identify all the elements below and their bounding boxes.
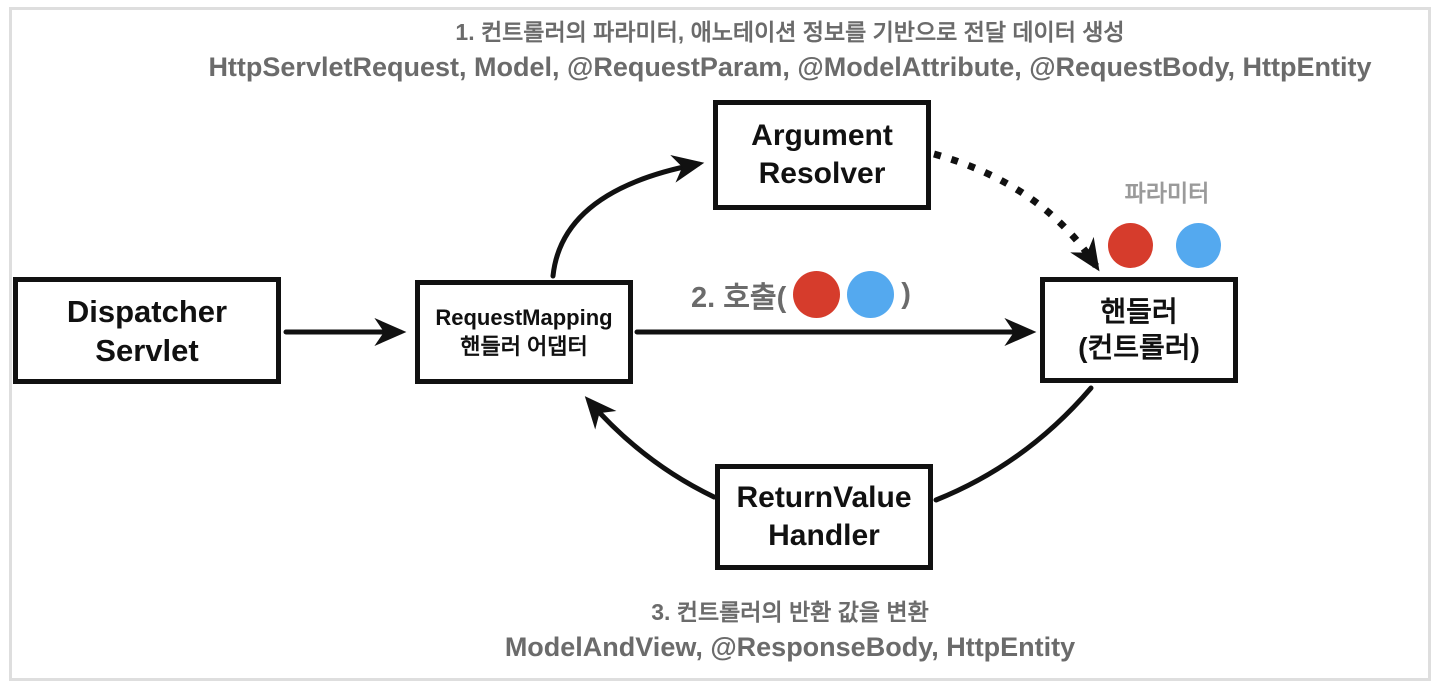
- call-label: 2. 호출( ): [691, 271, 911, 318]
- blue-parameter-dot-icon: [847, 271, 895, 318]
- line-handler-to-returnvalue: [933, 385, 1094, 503]
- box-return-value-handler-line2: Handler: [768, 519, 880, 552]
- box-handler-controller: 핸들러 (컨트롤러): [1040, 277, 1238, 383]
- annotation-top: 1. 컨트롤러의 파라미터, 애노테이션 정보를 기반으로 전달 데이터 생성 …: [0, 18, 1440, 83]
- blue-parameter-dot-icon: [1176, 223, 1221, 268]
- box-argument-resolver-line1: Argument: [751, 119, 893, 152]
- box-handler-line2: (컨트롤러): [1078, 332, 1200, 363]
- arrow-adapter-to-argument-resolver: [550, 154, 705, 279]
- annotation-top-line1: 1. 컨트롤러의 파라미터, 애노테이션 정보를 기반으로 전달 데이터 생성: [455, 19, 1125, 45]
- box-requestmapping-handler-adapter: RequestMapping 핸들러 어댑터: [415, 280, 633, 384]
- call-label-suffix: ): [901, 278, 911, 310]
- arrow-dotted-argument-resolver-to-handler: [933, 150, 1100, 272]
- box-dispatcher-servlet-line1: Dispatcher: [66, 293, 228, 329]
- box-handler-line1: 핸들러: [1100, 296, 1178, 327]
- red-parameter-dot-icon: [1108, 223, 1153, 268]
- box-dispatcher-servlet-line2: Servlet: [95, 332, 199, 368]
- box-requestmapping-line1: RequestMapping: [435, 305, 613, 330]
- box-return-value-handler: ReturnValue Handler: [715, 464, 933, 570]
- call-label-prefix: 2. 호출(: [691, 281, 787, 314]
- parameter-label: 파라미터: [1124, 180, 1210, 206]
- annotation-top-line2: HttpServletRequest, Model, @RequestParam…: [208, 52, 1372, 82]
- box-requestmapping-line2: 핸들러 어댑터: [460, 334, 588, 359]
- arrow-returnvalue-to-adapter: [584, 396, 717, 500]
- annotation-bottom: 3. 컨트롤러의 반환 값을 변환 ModelAndView, @Respons…: [0, 598, 1440, 663]
- parameter-dots: [1108, 223, 1221, 268]
- box-argument-resolver: Argument Resolver: [713, 100, 931, 210]
- annotation-bottom-line2: ModelAndView, @ResponseBody, HttpEntity: [504, 632, 1076, 662]
- red-parameter-dot-icon: [793, 271, 841, 318]
- box-argument-resolver-line2: Resolver: [758, 157, 886, 190]
- box-return-value-handler-line1: ReturnValue: [736, 481, 912, 514]
- annotation-bottom-line1: 3. 컨트롤러의 반환 값을 변환: [651, 599, 929, 625]
- box-dispatcher-servlet: Dispatcher Servlet: [13, 277, 281, 384]
